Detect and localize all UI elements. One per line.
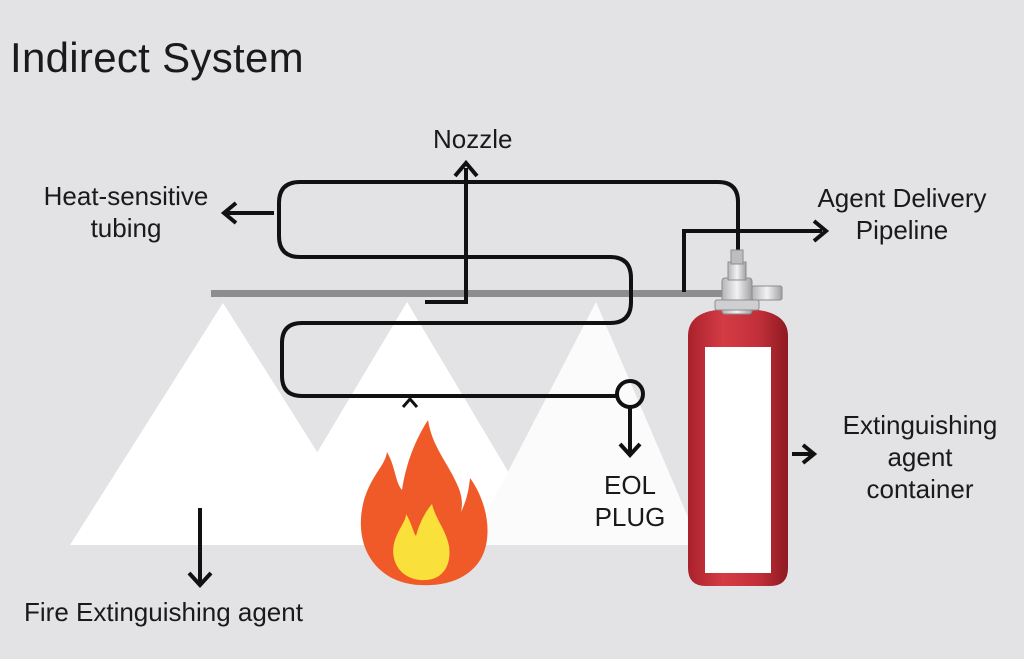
- container-label-line3: container: [866, 474, 974, 504]
- extinguishing-agent-container-label: Extinguishing agent container: [818, 409, 1022, 505]
- agent-delivery-pipeline-label: Agent Delivery Pipeline: [792, 182, 1012, 246]
- pipeline-arrow-icon: [812, 219, 830, 243]
- flame-icon: [360, 420, 488, 586]
- heat-tubing-label-line1: Heat-sensitive: [43, 181, 209, 211]
- eol-label-line2: PLUG: [594, 502, 666, 532]
- container-arrow-icon: [801, 443, 818, 465]
- cylinder-icon: [688, 310, 788, 586]
- container-label-line2: agent: [887, 442, 953, 472]
- spray-cone-middle: [262, 302, 552, 545]
- flame-caret-icon: [401, 396, 419, 408]
- spray-cone-right: [470, 302, 700, 545]
- heat-sensitive-tubing: [277, 180, 740, 398]
- nozzle-label: Nozzle: [433, 124, 513, 154]
- nozzle-line: [425, 168, 468, 304]
- eol-arrow-icon: [618, 442, 642, 458]
- agent-arrow-icon: [187, 571, 213, 588]
- heat-sensitive-tubing-label: Heat-sensitive tubing: [20, 180, 232, 244]
- pipeline-pointer-line: [682, 229, 822, 292]
- page-title: Indirect System: [10, 34, 304, 81]
- pipeline-label-line1: Agent Delivery: [817, 183, 987, 213]
- nozzle-arrow-icon: [453, 159, 479, 178]
- fire-extinguishing-agent-label: Fire Extinguishing agent: [24, 597, 303, 627]
- heat-tubing-label-line2: tubing: [90, 213, 162, 243]
- eol-label-line1: EOL: [603, 470, 657, 500]
- container-label-line1: Extinguishing: [842, 410, 998, 440]
- valve-icon: [714, 249, 783, 315]
- cylinder-label-panel: [705, 347, 771, 573]
- pipeline-label-line2: Pipeline: [855, 215, 949, 245]
- tubing-arrow-icon: [220, 201, 238, 225]
- eol-plug-label: EOL PLUG: [575, 469, 685, 533]
- agent-delivery-pipe: [211, 290, 731, 297]
